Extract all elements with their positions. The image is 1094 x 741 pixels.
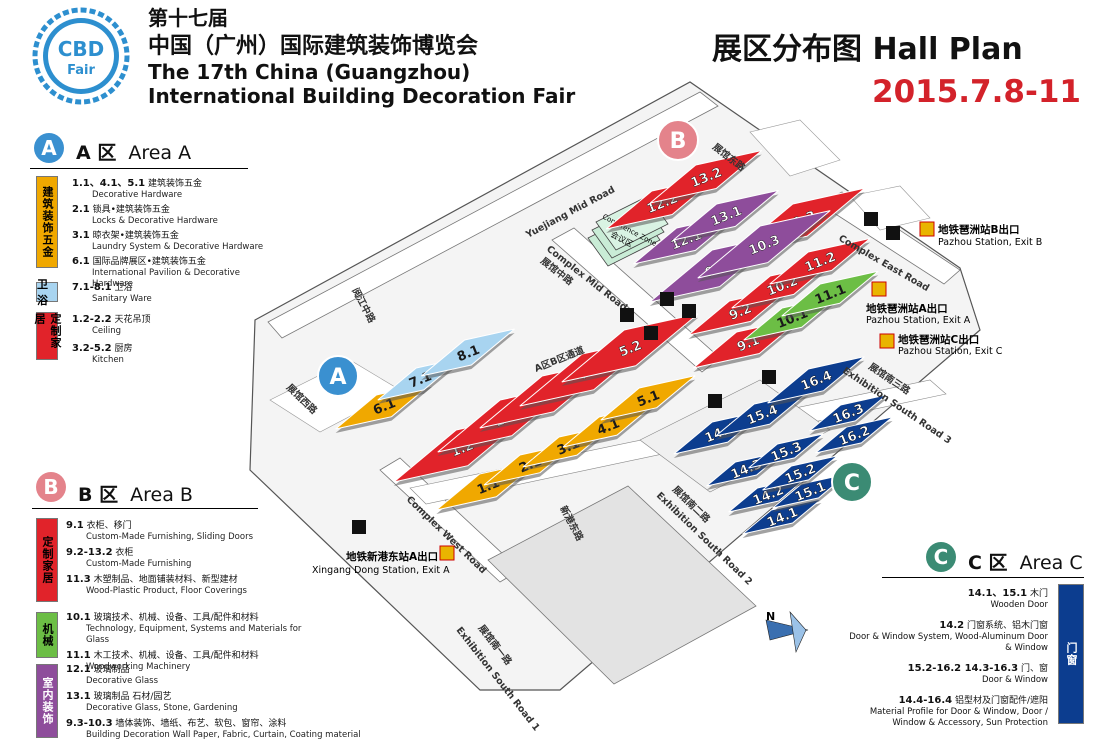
area-b-badge: B [36,472,66,502]
svg-text:N: N [766,610,775,623]
north-compass-icon: N [765,610,809,654]
svg-text:Pazhou Station, Exit B: Pazhou Station, Exit B [938,237,1042,248]
area-c-cn: C 区 [968,552,1008,574]
area-c-heading: C 区 Area C [968,548,1083,575]
svg-text:A: A [329,365,346,390]
area-a-badge: A [34,133,64,163]
station-pazhou-a: 地铁琶洲站A出口 Pazhou Station, Exit A [866,281,971,326]
hall-8-1: 8.1 [421,328,515,380]
road-yuejiang [267,91,719,339]
area-b-heading: B 区 Area B [78,480,193,507]
plaza-south [487,485,757,685]
svg-text:Xingang Dong Station, Exit A: Xingang Dong Station, Exit A [312,565,450,576]
area-c-en: Area C [1019,552,1083,574]
hall-15-2: 15.2 [762,455,838,494]
plan-date: 2015.7.8-11 [872,74,1081,110]
hall-5-2: 5.2 [561,313,699,386]
svg-text:Pazhou Station, Exit C: Pazhou Station, Exit C [898,346,1003,357]
station-xingang-dong-a: 地铁新港东站A出口 Xingang Dong Station, Exit A [312,545,455,576]
logo-text: CBD [58,37,105,61]
svg-text:Pazhou Station, Exit A: Pazhou Station, Exit A [866,315,971,326]
area-b-cn: B 区 [78,484,119,506]
hall-16-3: 16.3 [809,394,887,435]
area-b-en: Area B [130,484,193,506]
category-door-window: 门窗 [1058,584,1084,724]
station-pazhou-c: 地铁琶洲站C出口 Pazhou Station, Exit C [879,333,1003,357]
title-cn-line2: 中国（广州）国际建筑装饰博览会 [148,34,479,59]
station-pazhou-b: 地铁琶洲站B出口 Pazhou Station, Exit B [919,221,1042,248]
hall-11-1: 11.1 [781,270,879,320]
category-interior: 室内装饰 [36,664,58,738]
area-c-divider [882,577,1084,578]
area-a-cn: A 区 [76,142,117,164]
hall-5-1: 5.1 [600,375,696,424]
svg-text:B: B [670,129,687,154]
hall-13-1: 13.1 [673,189,779,244]
category-machinery: 机械 [36,612,58,658]
title-cn-line1: 第十七届 [148,6,228,30]
category-hardware: 建筑装饰五金 [36,176,58,268]
logo-sub: Fair [67,63,95,78]
svg-text:地铁琶洲站B出口: 地铁琶洲站B出口 [938,223,1020,236]
svg-text:地铁琶洲站C出口: 地铁琶洲站C出口 [898,333,979,346]
map-badge-c: C [831,461,873,503]
category-custom-home-b: 定制家居 [36,518,58,602]
area-a-divider [30,168,248,169]
hall-13-2: 13.2 [649,149,763,207]
category-sanitary: 卫浴 [36,278,58,307]
entrance-icons [352,212,900,534]
map-badge-a: A [317,355,359,397]
title-en-line1: The 17th China (Guangzhou) [148,60,471,84]
area-a-heading: A 区 Area A [76,138,191,165]
hall-11-2: 11.2 [769,237,871,288]
svg-text:地铁琶洲站A出口: 地铁琶洲站A出口 [866,302,948,315]
svg-text:地铁新港东站A出口: 地铁新港东站A出口 [346,550,438,563]
plan-title: 展区分布图 Hall Plan [712,32,1023,67]
area-a-en: Area A [128,142,192,164]
area-b-divider [32,508,258,509]
halls-layer: 1.12.13.14.15.16.17.18.11.22.23.24.25.29… [335,149,893,538]
building-north [749,119,841,177]
hall-16-4: 16.4 [767,356,865,407]
hall-10-3: 10.3 [697,210,831,282]
title-en-line2: International Building Decoration Fair [148,84,576,108]
area-c-badge: C [926,542,956,572]
svg-text:C: C [844,471,860,496]
map-badge-b: B [657,119,699,161]
cbd-fair-logo: CBD Fair [28,6,134,106]
